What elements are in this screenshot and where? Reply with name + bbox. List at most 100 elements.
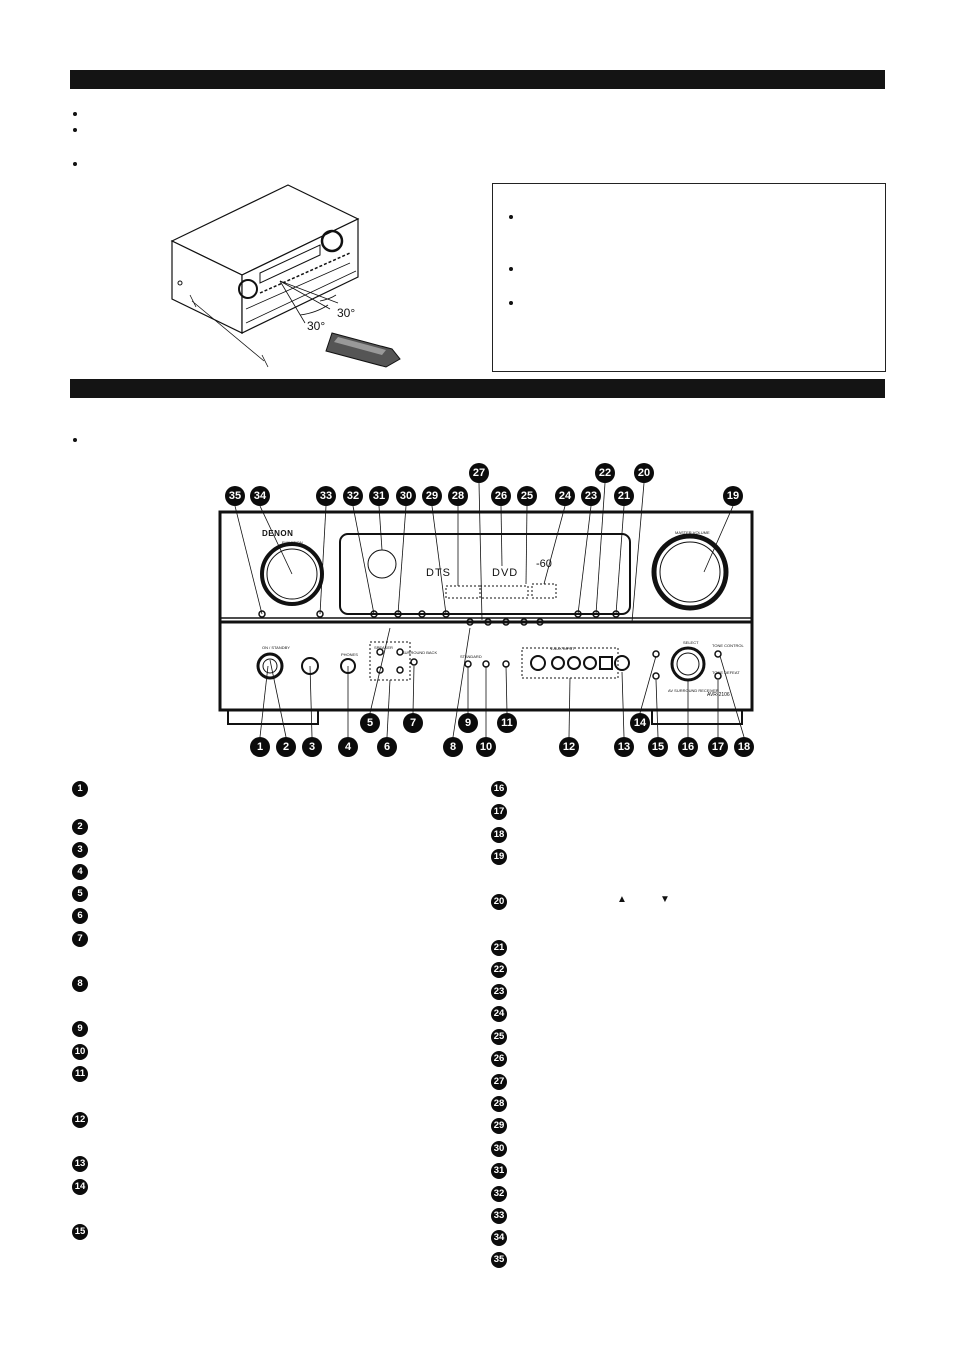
- callout-30: 30: [396, 486, 416, 506]
- callout-6: 6: [377, 737, 397, 757]
- note-box: [492, 183, 886, 372]
- list-marker-1: 1: [72, 781, 88, 797]
- callout-10: 10: [476, 737, 496, 757]
- callout-22: 22: [595, 463, 615, 483]
- bullet-dot: [73, 438, 77, 442]
- bullet-dot: [509, 301, 513, 305]
- list-marker-23: 23: [491, 984, 507, 1000]
- standard-label: STANDARD: [460, 654, 482, 659]
- list-marker-28: 28: [491, 1096, 507, 1112]
- on-standby-label: ON / STANDBY: [262, 645, 290, 650]
- surround-back-label: SURROUND BACK: [402, 650, 438, 655]
- list-marker-11: 11: [72, 1066, 88, 1082]
- callout-33: 33: [316, 486, 336, 506]
- callout-8: 8: [443, 737, 463, 757]
- list-marker-27: 27: [491, 1074, 507, 1090]
- display-dvd: DVD: [492, 567, 519, 579]
- callout-7: 7: [403, 713, 423, 733]
- list-marker-16: 16: [491, 781, 507, 797]
- callout-21: 21: [614, 486, 634, 506]
- callout-2: 2: [276, 737, 296, 757]
- callout-19: 19: [723, 486, 743, 506]
- callout-12: 12: [559, 737, 579, 757]
- up-arrow-icon: ▲: [617, 894, 627, 905]
- callout-16: 16: [678, 737, 698, 757]
- callout-29: 29: [422, 486, 442, 506]
- tone-control-label: TONE CONTROL: [712, 643, 744, 648]
- callout-25: 25: [517, 486, 537, 506]
- list-marker-19: 19: [491, 849, 507, 865]
- callout-5: 5: [360, 713, 380, 733]
- bullet-dot: [509, 215, 513, 219]
- list-marker-17: 17: [491, 804, 507, 820]
- list-marker-18: 18: [491, 827, 507, 843]
- list-marker-31: 31: [491, 1163, 507, 1179]
- bullet-dot: [73, 112, 77, 116]
- callout-23: 23: [581, 486, 601, 506]
- callout-17: 17: [708, 737, 728, 757]
- callout-9: 9: [458, 713, 478, 733]
- remote-range-figure: [170, 184, 401, 368]
- display-dts: DTS: [426, 567, 451, 579]
- list-marker-30: 30: [491, 1141, 507, 1157]
- angle-label-left: 30°: [307, 319, 326, 333]
- list-marker-35: 35: [491, 1252, 507, 1268]
- function-label: FUNCTION: [282, 540, 303, 545]
- phones-label: PHONES: [341, 652, 358, 657]
- callout-13: 13: [614, 737, 634, 757]
- list-marker-22: 22: [491, 962, 507, 978]
- list-marker-13: 13: [72, 1156, 88, 1172]
- vaux-input-label: V.AUX INPUT: [550, 646, 575, 651]
- list-marker-8: 8: [72, 976, 88, 992]
- callout-18: 18: [734, 737, 754, 757]
- callout-31: 31: [369, 486, 389, 506]
- list-marker-25: 25: [491, 1029, 507, 1045]
- list-marker-24: 24: [491, 1006, 507, 1022]
- list-marker-20: 20: [491, 894, 507, 910]
- callout-34: 34: [250, 486, 270, 506]
- bullet-dot: [73, 162, 77, 166]
- list-marker-5: 5: [72, 886, 88, 902]
- brand-logo: DENON: [262, 529, 294, 538]
- callout-20: 20: [634, 463, 654, 483]
- callout-26: 26: [491, 486, 511, 506]
- master-volume-label: MASTER VOLUME: [675, 530, 710, 535]
- section-header-bar-1: [70, 70, 885, 89]
- callout-14: 14: [630, 713, 650, 733]
- list-marker-32: 32: [491, 1186, 507, 1202]
- callout-11: 11: [497, 713, 517, 733]
- list-marker-21: 21: [491, 940, 507, 956]
- callout-35: 35: [225, 486, 245, 506]
- list-marker-6: 6: [72, 908, 88, 924]
- speaker-label: SPEAKER: [374, 645, 393, 650]
- list-marker-14: 14: [72, 1179, 88, 1195]
- callout-4: 4: [338, 737, 358, 757]
- bullet-dot: [509, 267, 513, 271]
- bullet-dot: [73, 128, 77, 132]
- list-marker-9: 9: [72, 1021, 88, 1037]
- list-marker-3: 3: [72, 842, 88, 858]
- callout-32: 32: [343, 486, 363, 506]
- list-marker-15: 15: [72, 1224, 88, 1240]
- list-marker-12: 12: [72, 1112, 88, 1128]
- tone-defeat-label: TONE DEFEAT: [712, 670, 740, 675]
- callout-1: 1: [250, 737, 270, 757]
- callout-15: 15: [648, 737, 668, 757]
- callout-27: 27: [469, 463, 489, 483]
- list-marker-2: 2: [72, 819, 88, 835]
- angle-label-right: 30°: [337, 306, 356, 320]
- model-label: AV SURROUND RECEIVER: [668, 688, 719, 693]
- list-marker-29: 29: [491, 1118, 507, 1134]
- list-marker-26: 26: [491, 1051, 507, 1067]
- list-marker-7: 7: [72, 931, 88, 947]
- callout-3: 3: [302, 737, 322, 757]
- select-label: SELECT: [683, 640, 699, 645]
- callout-24: 24: [555, 486, 575, 506]
- list-marker-4: 4: [72, 864, 88, 880]
- list-marker-34: 34: [491, 1230, 507, 1246]
- list-marker-33: 33: [491, 1208, 507, 1224]
- down-arrow-icon: ▼: [660, 894, 670, 905]
- section-header-bar-2: [70, 379, 885, 398]
- callout-28: 28: [448, 486, 468, 506]
